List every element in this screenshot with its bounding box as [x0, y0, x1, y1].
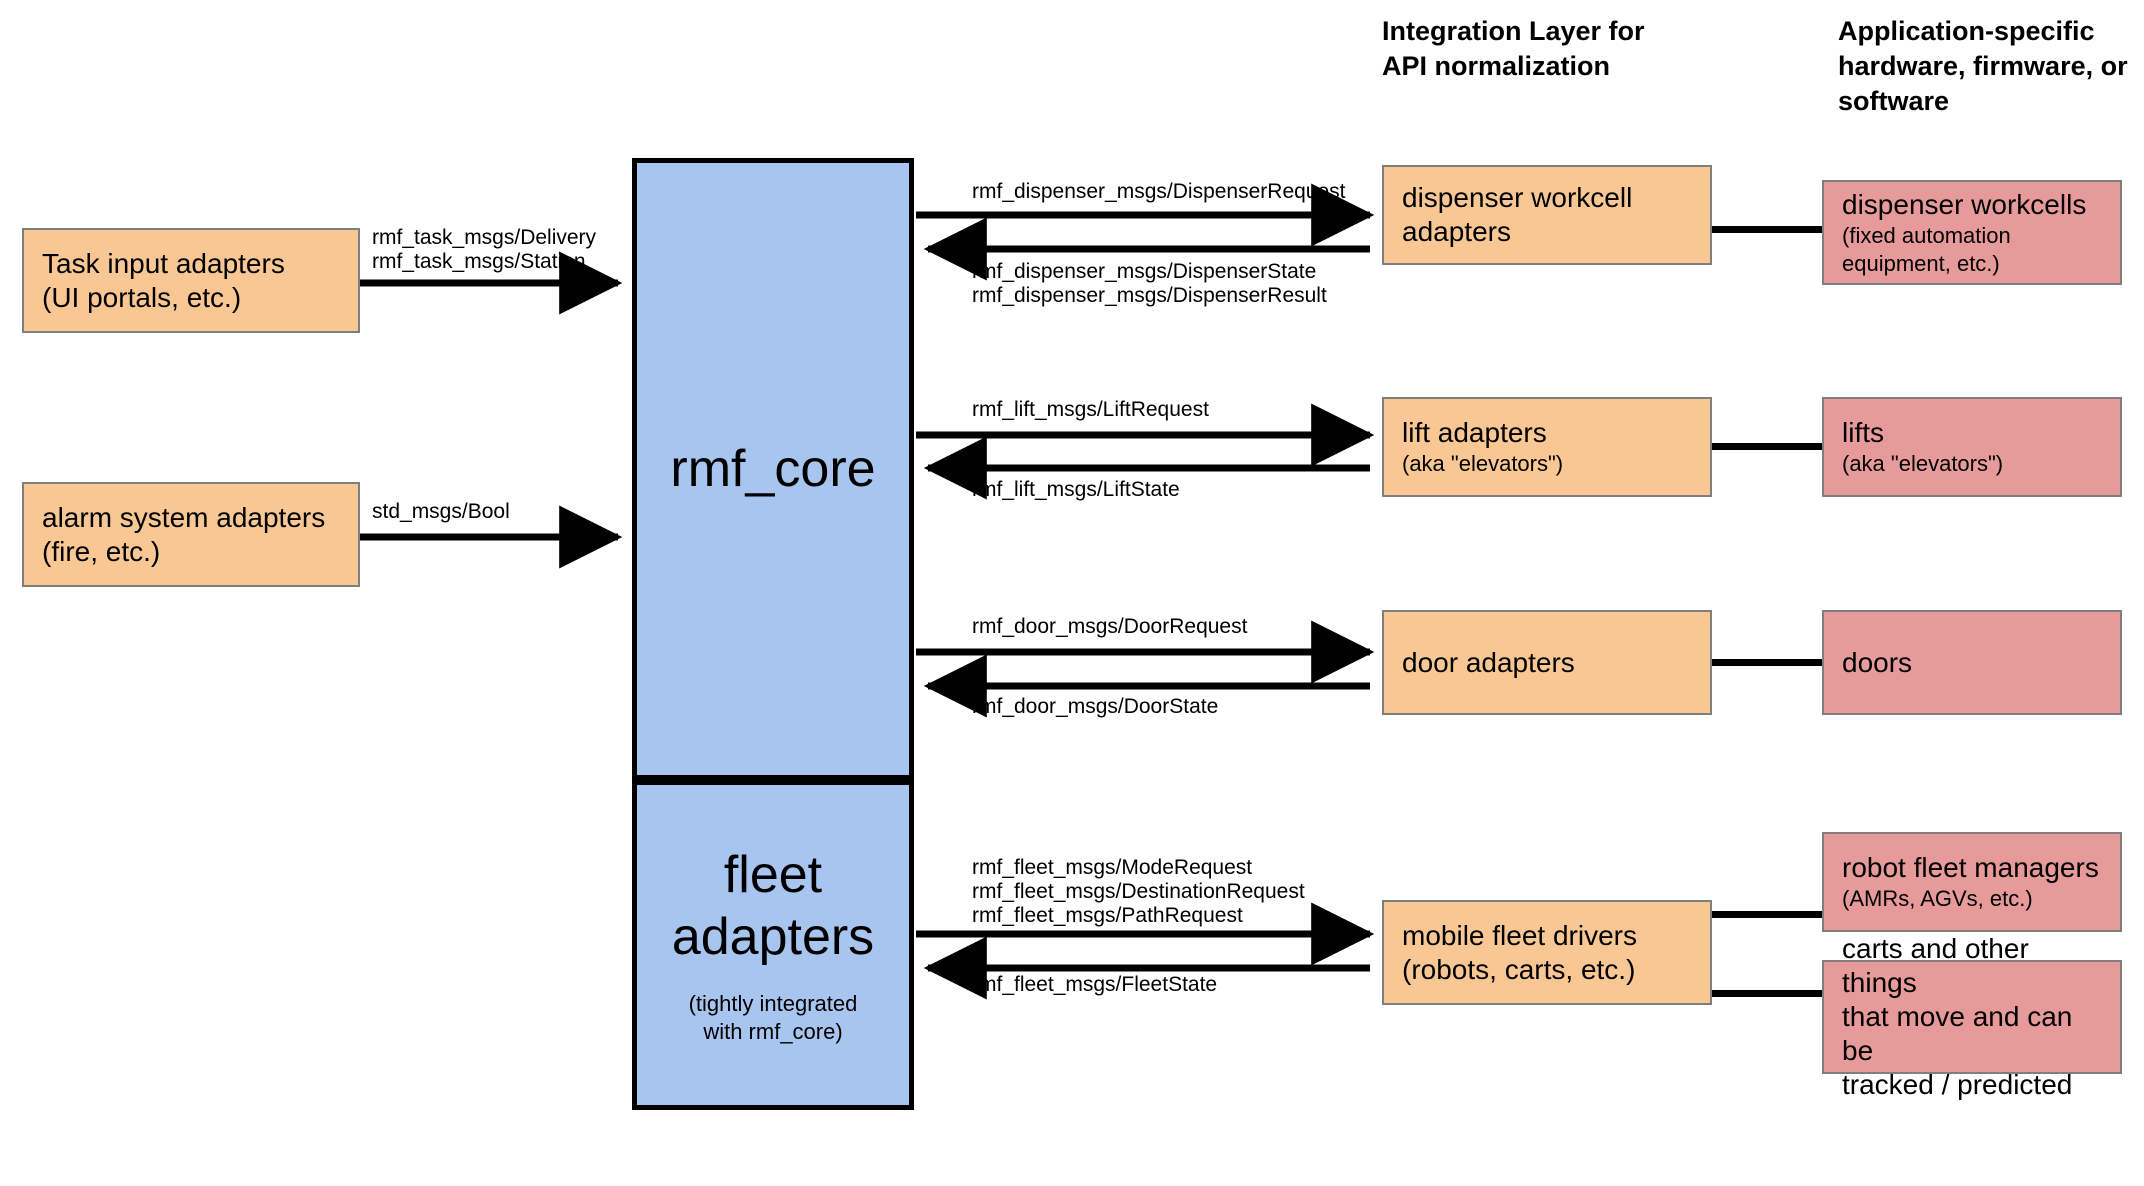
message-label-task-msgs: rmf_task_msgs/Delivery rmf_task_msgs/Sta… — [372, 226, 597, 273]
adapter-title-fleet: mobile fleet drivers — [1402, 919, 1637, 951]
message-label-door-state: rmf_door_msgs/DoorState — [972, 695, 1219, 718]
message-label-dispenser-request: rmf_dispenser_msgs/DispenserRequest — [972, 180, 1346, 203]
connector-door — [1712, 659, 1822, 666]
connector-lift — [1712, 443, 1822, 450]
message-label-door-request: rmf_door_msgs/DoorRequest — [972, 615, 1248, 638]
adapter-title-dispenser: dispenser workcell — [1402, 182, 1633, 213]
connector-dispenser — [1712, 226, 1822, 233]
hardware-subtitle-dispenser-workcells: (fixed automation equipment, etc.) — [1842, 222, 2011, 276]
hardware-subtitle-robot-fleet-managers: (AMRs, AGVs, etc.) — [1842, 886, 2033, 911]
hardware-box-doors[interactable]: doors — [1822, 610, 2122, 715]
hardware-title-doors: doors — [1842, 646, 1913, 678]
core-box-rmf-core[interactable]: rmf_core — [632, 158, 914, 780]
hardware-box-carts[interactable]: carts and other things that move and can… — [1822, 933, 2122, 1100]
message-label-fleet-state: rmf_fleet_msgs/FleetState — [972, 973, 1218, 996]
input-box-alarm-system-adapters[interactable]: alarm system adapters (fire, etc.) — [22, 482, 360, 587]
hardware-box-lifts[interactable]: lifts (aka "elevators") — [1822, 397, 2122, 497]
hardware-box-robot-fleet-managers[interactable]: robot fleet managers (AMRs, AGVs, etc.) — [1822, 832, 2122, 932]
connector-robot-fleet-managers — [1712, 911, 1822, 918]
adapter-subtitle-dispenser: adapters — [1402, 216, 1511, 247]
column-header-application-specific: Application-specific hardware, firmware,… — [1838, 16, 2128, 116]
input-subtitle-task: (UI portals, etc.) — [42, 281, 242, 313]
input-subtitle-alarm: (fire, etc.) — [42, 535, 161, 567]
message-label-lift-state: rmf_lift_msgs/LiftState — [972, 478, 1180, 501]
message-label-fleet-requests: rmf_fleet_msgs/ModeRequest rmf_fleet_msg… — [972, 856, 1305, 927]
hardware-subtitle-lifts: (aka "elevators") — [1842, 451, 2004, 476]
hardware-title-carts: carts and other things that move and can… — [1842, 933, 2073, 1100]
connector-carts — [1712, 990, 1822, 997]
adapter-title-door: door adapters — [1402, 646, 1575, 678]
core-title-fleet-adapters: fleet adapters — [671, 846, 875, 966]
column-header-integration-layer: Integration Layer for API normalization — [1382, 16, 1645, 81]
message-label-lift-request: rmf_lift_msgs/LiftRequest — [972, 398, 1209, 421]
adapter-box-mobile-fleet-drivers[interactable]: mobile fleet drivers (robots, carts, etc… — [1382, 900, 1712, 1005]
core-subtitle-fleet-adapters: (tightly integrated with rmf_core) — [688, 991, 858, 1044]
input-title-alarm: alarm system adapters — [42, 501, 326, 533]
adapter-title-lift: lift adapters — [1402, 417, 1547, 448]
hardware-title-dispenser-workcells: dispenser workcells — [1842, 188, 2087, 220]
adapter-box-door-adapters[interactable]: door adapters — [1382, 610, 1712, 715]
hardware-title-lifts: lifts — [1842, 417, 1884, 448]
adapter-box-lift-adapters[interactable]: lift adapters (aka "elevators") — [1382, 397, 1712, 497]
hardware-box-dispenser-workcells[interactable]: dispenser workcells (fixed automation eq… — [1822, 180, 2122, 285]
message-label-alarm-msgs: std_msgs/Bool — [372, 500, 510, 523]
message-label-dispenser-state: rmf_dispenser_msgs/DispenserState rmf_di… — [972, 260, 1327, 307]
adapter-subtitle-fleet: (robots, carts, etc.) — [1402, 953, 1636, 985]
hardware-title-robot-fleet-managers: robot fleet managers — [1842, 852, 2099, 883]
core-box-fleet-adapters[interactable]: fleet adapters (tightly integrated with … — [632, 780, 914, 1110]
adapter-box-dispenser-workcell-adapters[interactable]: dispenser workcell adapters — [1382, 165, 1712, 265]
input-box-task-input-adapters[interactable]: Task input adapters (UI portals, etc.) — [22, 228, 360, 333]
core-title-rmf-core: rmf_core — [670, 440, 876, 498]
adapter-subtitle-lift: (aka "elevators") — [1402, 451, 1564, 476]
input-title-task: Task input adapters — [42, 247, 285, 279]
